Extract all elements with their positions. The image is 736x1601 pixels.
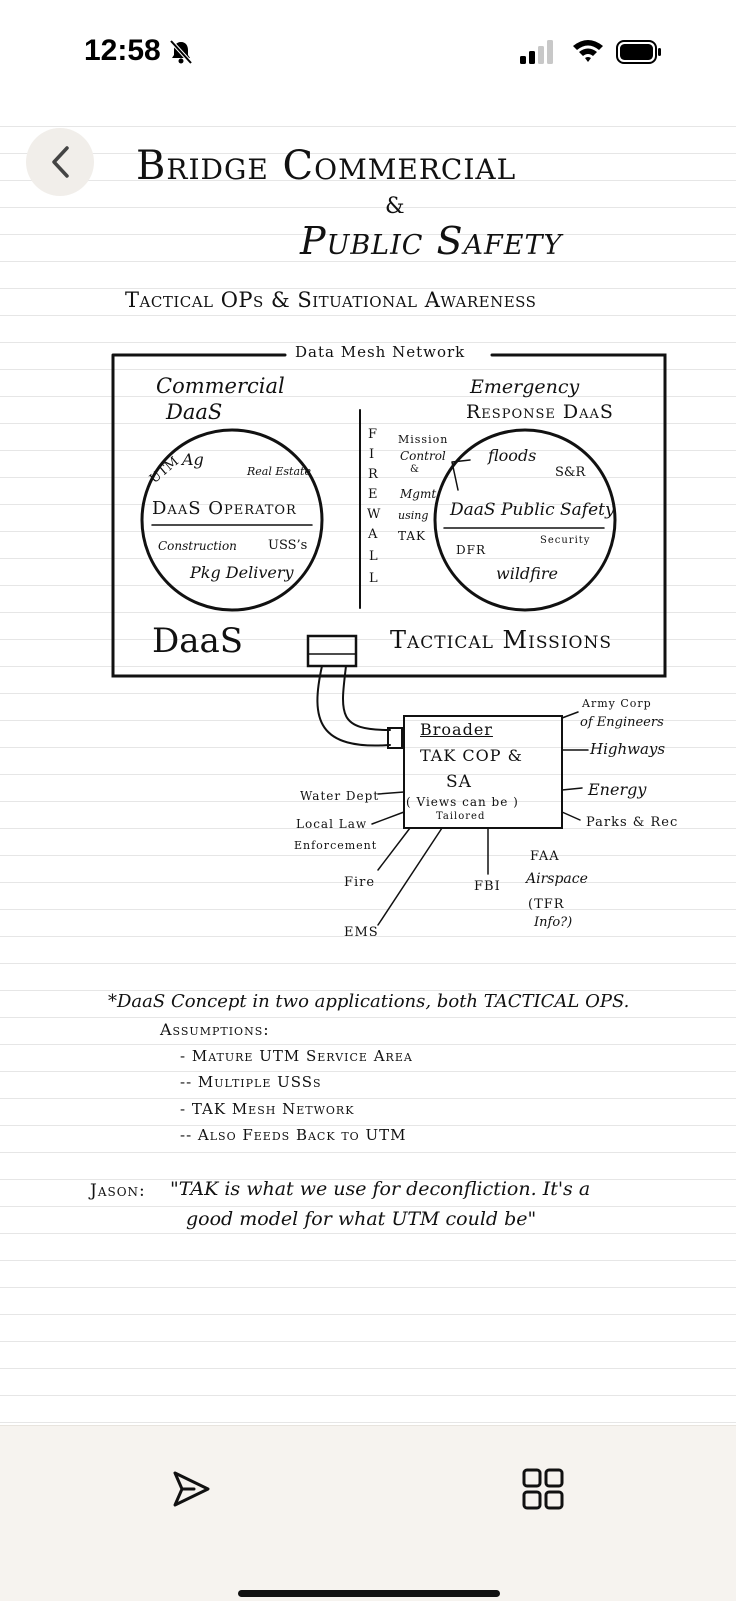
quote-line1: "TAK is what we use for deconfliction. I… — [170, 1178, 591, 1200]
right-stakeholder-label: of Engineers — [580, 715, 664, 730]
left-stakeholder-label: EMS — [344, 925, 379, 940]
bell-muted-icon — [170, 40, 192, 64]
left-stakeholder-label: Local Law — [296, 817, 368, 831]
note-title-line1: Bridge Commercial — [136, 143, 517, 189]
notes-assumption-item: - TAK Mesh Network — [180, 1100, 355, 1118]
right-circle-center: DaaS Public Safety — [450, 500, 615, 520]
right-stakeholder-label: Parks & Rec — [586, 815, 679, 830]
firewall-letter: W — [367, 507, 382, 522]
right-sar-label: S&R — [555, 465, 586, 480]
quote-line2: good model for what UTM could be" — [186, 1208, 537, 1230]
firewall-letter: L — [369, 549, 379, 564]
right-wildfire-label: wildfire — [496, 564, 558, 583]
broader-box-note-1: ( Views can be ) — [406, 795, 519, 809]
wifi-icon — [573, 40, 603, 62]
left-heading-1: Commercial — [156, 374, 285, 398]
mission-control-line: Mission — [398, 433, 449, 446]
quote-label: Jason: — [90, 1181, 146, 1201]
left-circle-center: DaaS Operator — [152, 498, 297, 519]
cellular-signal-icon — [520, 40, 553, 64]
mission-control-line: TAK — [398, 529, 426, 543]
left-stakeholder-label: Fire — [344, 875, 376, 890]
bottom-left-label: DaaS — [152, 621, 244, 661]
diagram-drawing — [111, 353, 667, 926]
firewall-letter: R — [368, 467, 379, 482]
note-title-ampersand: & — [385, 194, 405, 219]
left-construction-label: Construction — [158, 539, 237, 553]
bottom-right-label: Tactical Missions — [390, 626, 613, 654]
mission-control-line: & — [410, 464, 419, 475]
status-time: 12:58 — [84, 34, 161, 67]
right-stakeholder-label: Army Corp — [582, 697, 652, 710]
left-delivery-label: Pkg Delivery — [190, 563, 294, 582]
battery-icon — [616, 40, 661, 64]
bottom-stakeholder-label: Airspace — [526, 871, 588, 887]
bottom-stakeholder-label: FAA — [530, 849, 560, 864]
bottom-stakeholder-label: (TFR — [528, 897, 565, 912]
note-page[interactable] — [0, 100, 736, 1425]
mission-control-line: Control — [400, 449, 446, 463]
notes-concept-line: *DaaS Concept in two applications, both … — [108, 991, 630, 1012]
right-dfr-label: DFR — [456, 543, 486, 557]
back-button[interactable] — [26, 128, 94, 196]
note-title-line2: Public Safety — [300, 219, 563, 263]
left-stakeholder-label: Water Dept — [300, 789, 380, 803]
notes-assumption-item: - Mature UTM Service Area — [180, 1047, 413, 1065]
right-heading-1: Emergency — [470, 376, 580, 398]
right-heading-2: Response DaaS — [466, 401, 614, 423]
broader-box-title: Broader — [420, 720, 493, 739]
notes-assumption-item: -- Multiple USSs — [180, 1073, 322, 1091]
status-bar: 12:58 — [0, 0, 736, 100]
firewall-letter: E — [368, 487, 379, 502]
left-heading-2: DaaS — [166, 400, 223, 424]
mission-control-line: using — [398, 509, 429, 522]
left-ag-label: Ag — [182, 450, 204, 469]
mission-control-line: Mgmt — [400, 487, 437, 501]
right-stakeholder-label: Highways — [590, 740, 666, 758]
pages-grid-button[interactable] — [520, 1466, 566, 1512]
right-security-label: Security — [540, 535, 591, 546]
bottom-toolbar — [0, 1425, 736, 1601]
notes-assumption-item: -- Also Feeds Back to UTM — [180, 1126, 407, 1144]
bottom-stakeholder-label: FBI — [474, 879, 501, 894]
firewall-letter: L — [369, 571, 379, 586]
home-indicator[interactable] — [238, 1590, 500, 1597]
firewall-letter: A — [368, 527, 379, 542]
broader-box-line3: SA — [446, 772, 472, 792]
left-stakeholder-label: Enforcement — [294, 839, 378, 852]
left-real-estate-label: Real Estate — [247, 465, 311, 478]
broader-box-line2: TAK COP & — [420, 746, 523, 765]
chevron-left-icon — [52, 146, 69, 178]
grid-icon — [522, 1468, 564, 1510]
firewall-letter: F — [368, 427, 379, 442]
share-button[interactable] — [168, 1466, 214, 1512]
firewall-letter: I — [369, 447, 376, 462]
send-icon — [173, 1471, 210, 1507]
notes-assumptions-label: Assumptions: — [160, 1020, 270, 1039]
broader-box-note-2: Tailored — [436, 811, 486, 822]
frame-label: Data Mesh Network — [292, 345, 469, 360]
note-subtitle: Tactical OPs & Situational Awareness — [125, 288, 537, 312]
bottom-stakeholder-label: Info?) — [534, 915, 573, 930]
right-stakeholder-label: Energy — [588, 780, 647, 799]
right-floods-label: floods — [488, 446, 537, 465]
left-uss-label: USS’s — [268, 538, 308, 553]
